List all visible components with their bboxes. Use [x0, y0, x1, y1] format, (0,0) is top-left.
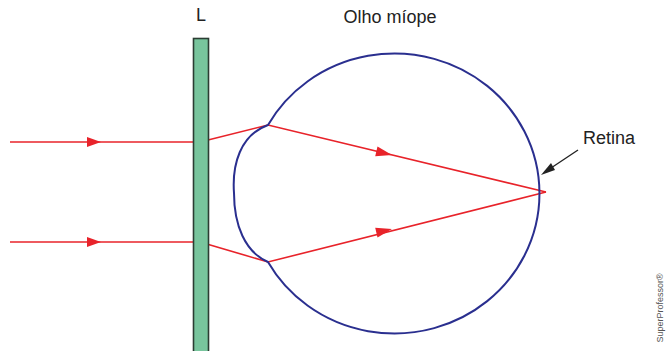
corrective-lens: L	[193, 38, 209, 351]
node-outline	[193, 38, 209, 351]
part-label: Retina	[583, 129, 635, 149]
watermark: SuperProfessor®	[656, 273, 666, 342]
arrowhead	[541, 163, 555, 175]
incident-ray	[10, 141, 200, 143]
arrowhead	[87, 237, 101, 247]
node-outline	[230, 50, 550, 347]
incident-ray	[10, 241, 200, 243]
arrowhead	[375, 228, 392, 238]
arrowhead	[375, 147, 392, 157]
node-label: L	[196, 6, 206, 26]
lens-shape	[194, 39, 209, 351]
myopic-eye: Olho míope	[230, 50, 550, 347]
arrowhead	[87, 137, 101, 147]
node-label: Olho míope	[343, 8, 436, 28]
eye-outline	[234, 54, 540, 334]
retina-pointer	[541, 150, 578, 175]
light-rays	[10, 125, 546, 262]
